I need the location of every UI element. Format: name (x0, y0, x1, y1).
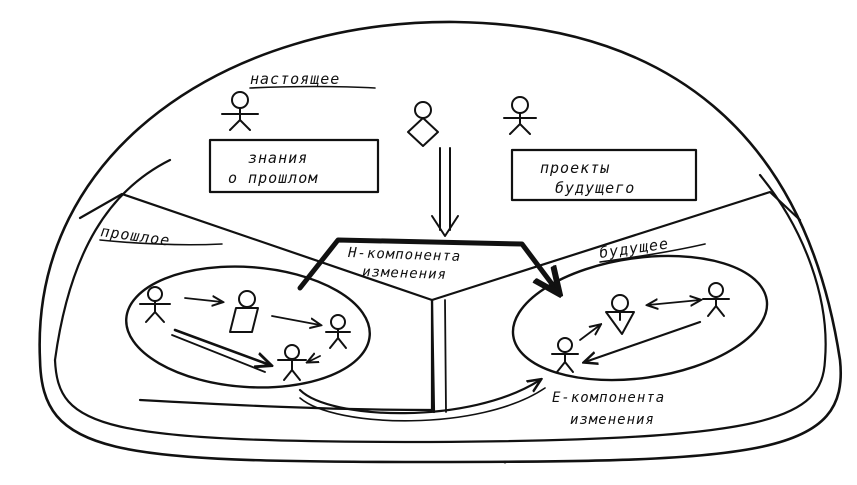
e-component-arrow (298, 380, 540, 415)
stray-dot (503, 460, 507, 464)
knowledge-box (208, 138, 380, 194)
person-figure-past-1 (139, 286, 171, 323)
h-component-label-line2: изменения (362, 264, 447, 283)
past-relations (171, 298, 320, 373)
projects-label-line2: будущего (555, 179, 635, 197)
h-component-label-line1: Н-компонента (347, 245, 462, 265)
person-figure-future-3 (551, 337, 579, 373)
projects-box (510, 148, 698, 202)
past-underline (99, 239, 223, 246)
present-underline (249, 85, 376, 89)
e-component-arrow-2 (299, 387, 546, 422)
person-figure-future-2 (702, 282, 730, 317)
past-group-ellipse (125, 265, 371, 389)
person-figure-future-1 (605, 294, 635, 335)
person-figure-past-3 (325, 314, 351, 349)
present-label: настоящее (250, 70, 340, 88)
person-figure-present-right (503, 96, 537, 135)
person-figure-present-left (221, 91, 259, 131)
person-figure-past-2 (229, 290, 259, 333)
down-arrow-head (431, 215, 459, 237)
person-figure-past-4 (277, 344, 307, 381)
outer-dome (38, 20, 843, 464)
future-group-ellipse (511, 254, 769, 382)
central-divider-2 (444, 299, 447, 413)
future-underline (599, 243, 706, 263)
e-component-label-line2: изменения (570, 412, 655, 428)
knowledge-label-line1: знания (248, 149, 308, 167)
person-figure-present-middle (407, 101, 439, 147)
h-component-arrow (297, 237, 558, 292)
projects-label-line1: проекты (540, 159, 610, 177)
inner-dome (53, 158, 172, 362)
past-panel (78, 192, 434, 412)
central-divider (430, 298, 436, 414)
e-component-label-line1: Е-компонента (552, 390, 665, 406)
future-panel (430, 190, 802, 302)
past-label: прошлое (99, 222, 171, 250)
future-relations (579, 300, 700, 362)
knowledge-label-line2: о прошлом (228, 169, 318, 187)
inner-dome-right (53, 173, 827, 444)
